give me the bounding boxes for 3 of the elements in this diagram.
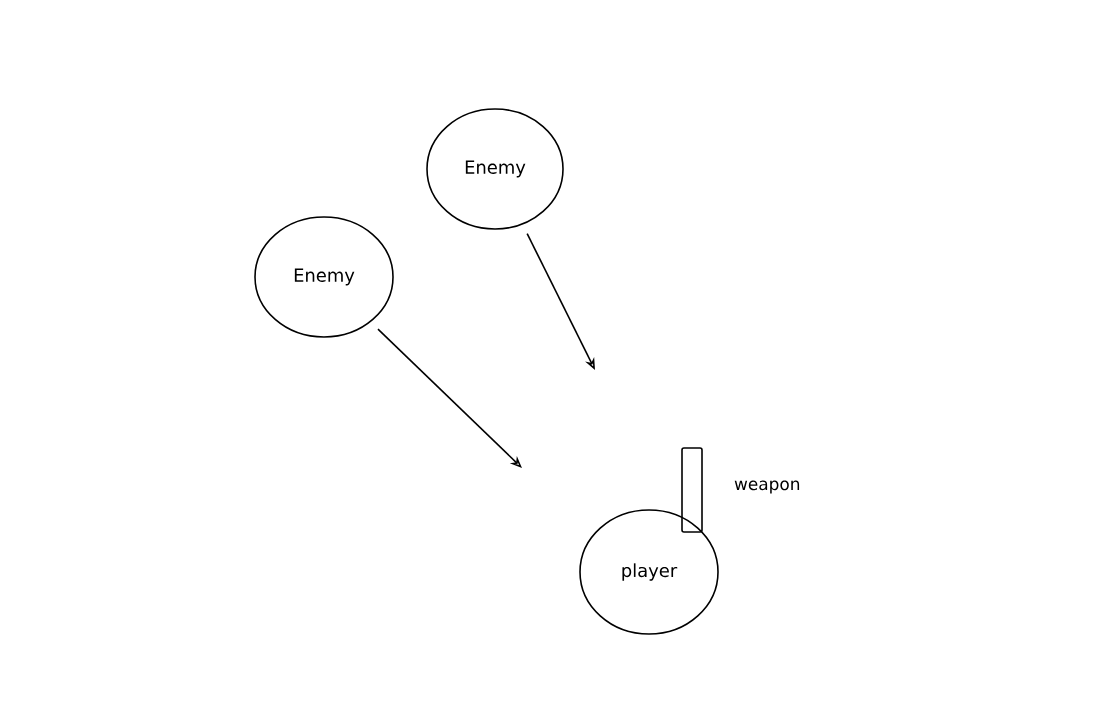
part-label: weapon — [734, 480, 800, 494]
weapon-bar — [681, 447, 703, 533]
arrow — [377, 328, 522, 468]
